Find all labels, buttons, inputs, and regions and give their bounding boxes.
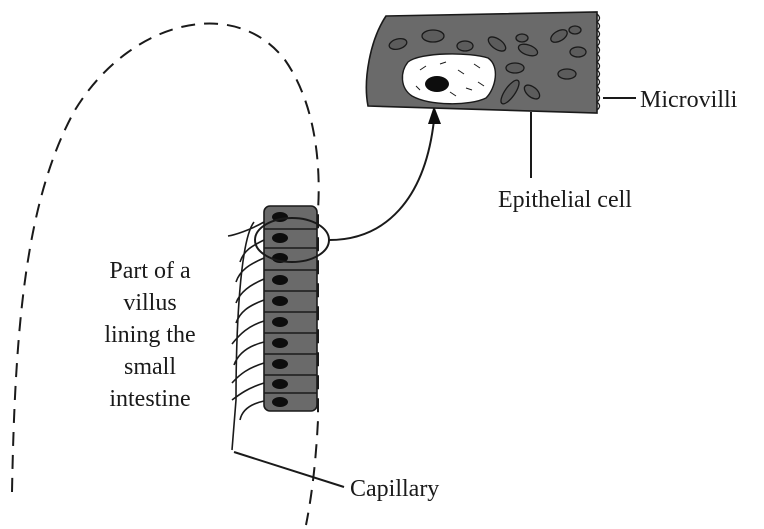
epithelial-cell-row — [264, 206, 317, 411]
capillary-leader — [234, 452, 344, 487]
label-epithelial-cell: Epithelial cell — [498, 187, 632, 213]
label-villus-line-4: small — [124, 354, 176, 380]
enlarged-epithelial-cell — [366, 12, 599, 113]
label-villus: Part of a villus lining the small intest… — [104, 258, 195, 412]
enlarge-arrow — [329, 120, 434, 240]
label-villus-line-1: Part of a — [109, 258, 191, 284]
label-villus-line-3: lining the — [104, 322, 195, 348]
label-villus-line-2: villus — [123, 290, 176, 316]
nucleolus — [425, 76, 449, 92]
label-microvilli: Microvilli — [640, 87, 738, 113]
label-villus-line-5: intestine — [109, 386, 190, 412]
nucleus-envelope — [402, 54, 495, 104]
capillary-network — [228, 222, 264, 450]
label-capillary: Capillary — [350, 476, 439, 502]
